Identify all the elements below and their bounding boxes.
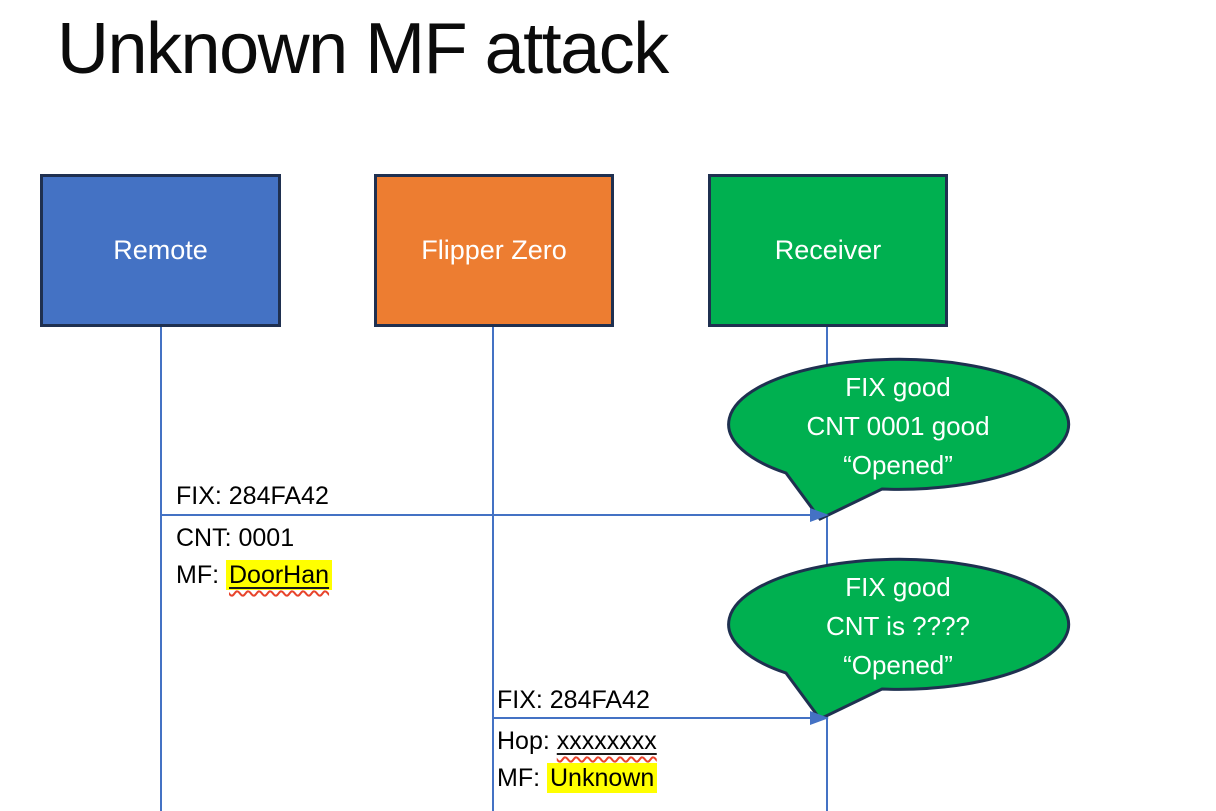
message-1-line-mf: MF: DoorHan [176,560,333,590]
slide-title: Unknown MF attack [57,9,669,89]
message-2-line-mf: MF: Unknown [497,763,658,793]
actor-label-flipper-zero: Flipper Zero [421,235,567,265]
callout-1-line-2: CNT 0001 good [806,411,990,441]
speech-bubble-icon [727,357,1071,521]
callout-2-line-3: “Opened” [843,650,953,680]
message-1-line-fix: FIX: 284FA42 [176,482,329,510]
hop-value-text: xxxxxxxx [556,727,657,755]
callout-1-line-1: FIX good [845,372,951,402]
unknown-text: Unknown [550,764,655,792]
callout-1-text: FIX good CNT 0001 good “Opened” [724,368,1072,485]
message-2-hop-prefix: Hop: [497,727,557,755]
message-1-arrow-line [161,514,814,516]
message-1-line-cnt: CNT: 0001 [176,524,295,552]
callout-bubble-2: FIX good CNT is ???? “Opened” [724,557,1072,725]
actor-box-receiver: Receiver [708,174,948,327]
message-2-arrow-line [493,717,814,719]
callout-bubble-1: FIX good CNT 0001 good “Opened” [724,357,1072,525]
unknown-highlight: Unknown [547,763,658,793]
actor-box-flipper-zero: Flipper Zero [374,174,614,327]
actor-label-receiver: Receiver [774,235,882,265]
callout-2-line-2: CNT is ???? [825,611,971,641]
lifeline-remote [160,327,162,811]
hop-squiggle: xxxxxxxx [557,727,657,755]
lifeline-flipper-zero [492,327,494,811]
message-2-line-hop: Hop: xxxxxxxx [497,726,657,756]
actor-label-remote: Remote [113,235,208,265]
callout-2-text: FIX good CNT is ???? “Opened” [724,568,1072,685]
doorhan-text: DoorHan [229,561,330,589]
doorhan-highlight: DoorHan [226,560,333,590]
doorhan-squiggle: DoorHan [229,561,329,589]
message-1-mf-prefix: MF: [176,561,226,589]
message-2-mf-prefix: MF: [497,764,547,792]
callout-1-line-3: “Opened” [843,450,953,480]
message-2-line-fix: FIX: 284FA42 [497,686,650,714]
speech-bubble-icon [727,557,1071,721]
message-2-arrowhead-icon [810,711,829,725]
actor-box-remote: Remote [40,174,281,327]
message-1-arrowhead-icon [810,508,829,522]
callout-2-line-1: FIX good [845,572,951,602]
